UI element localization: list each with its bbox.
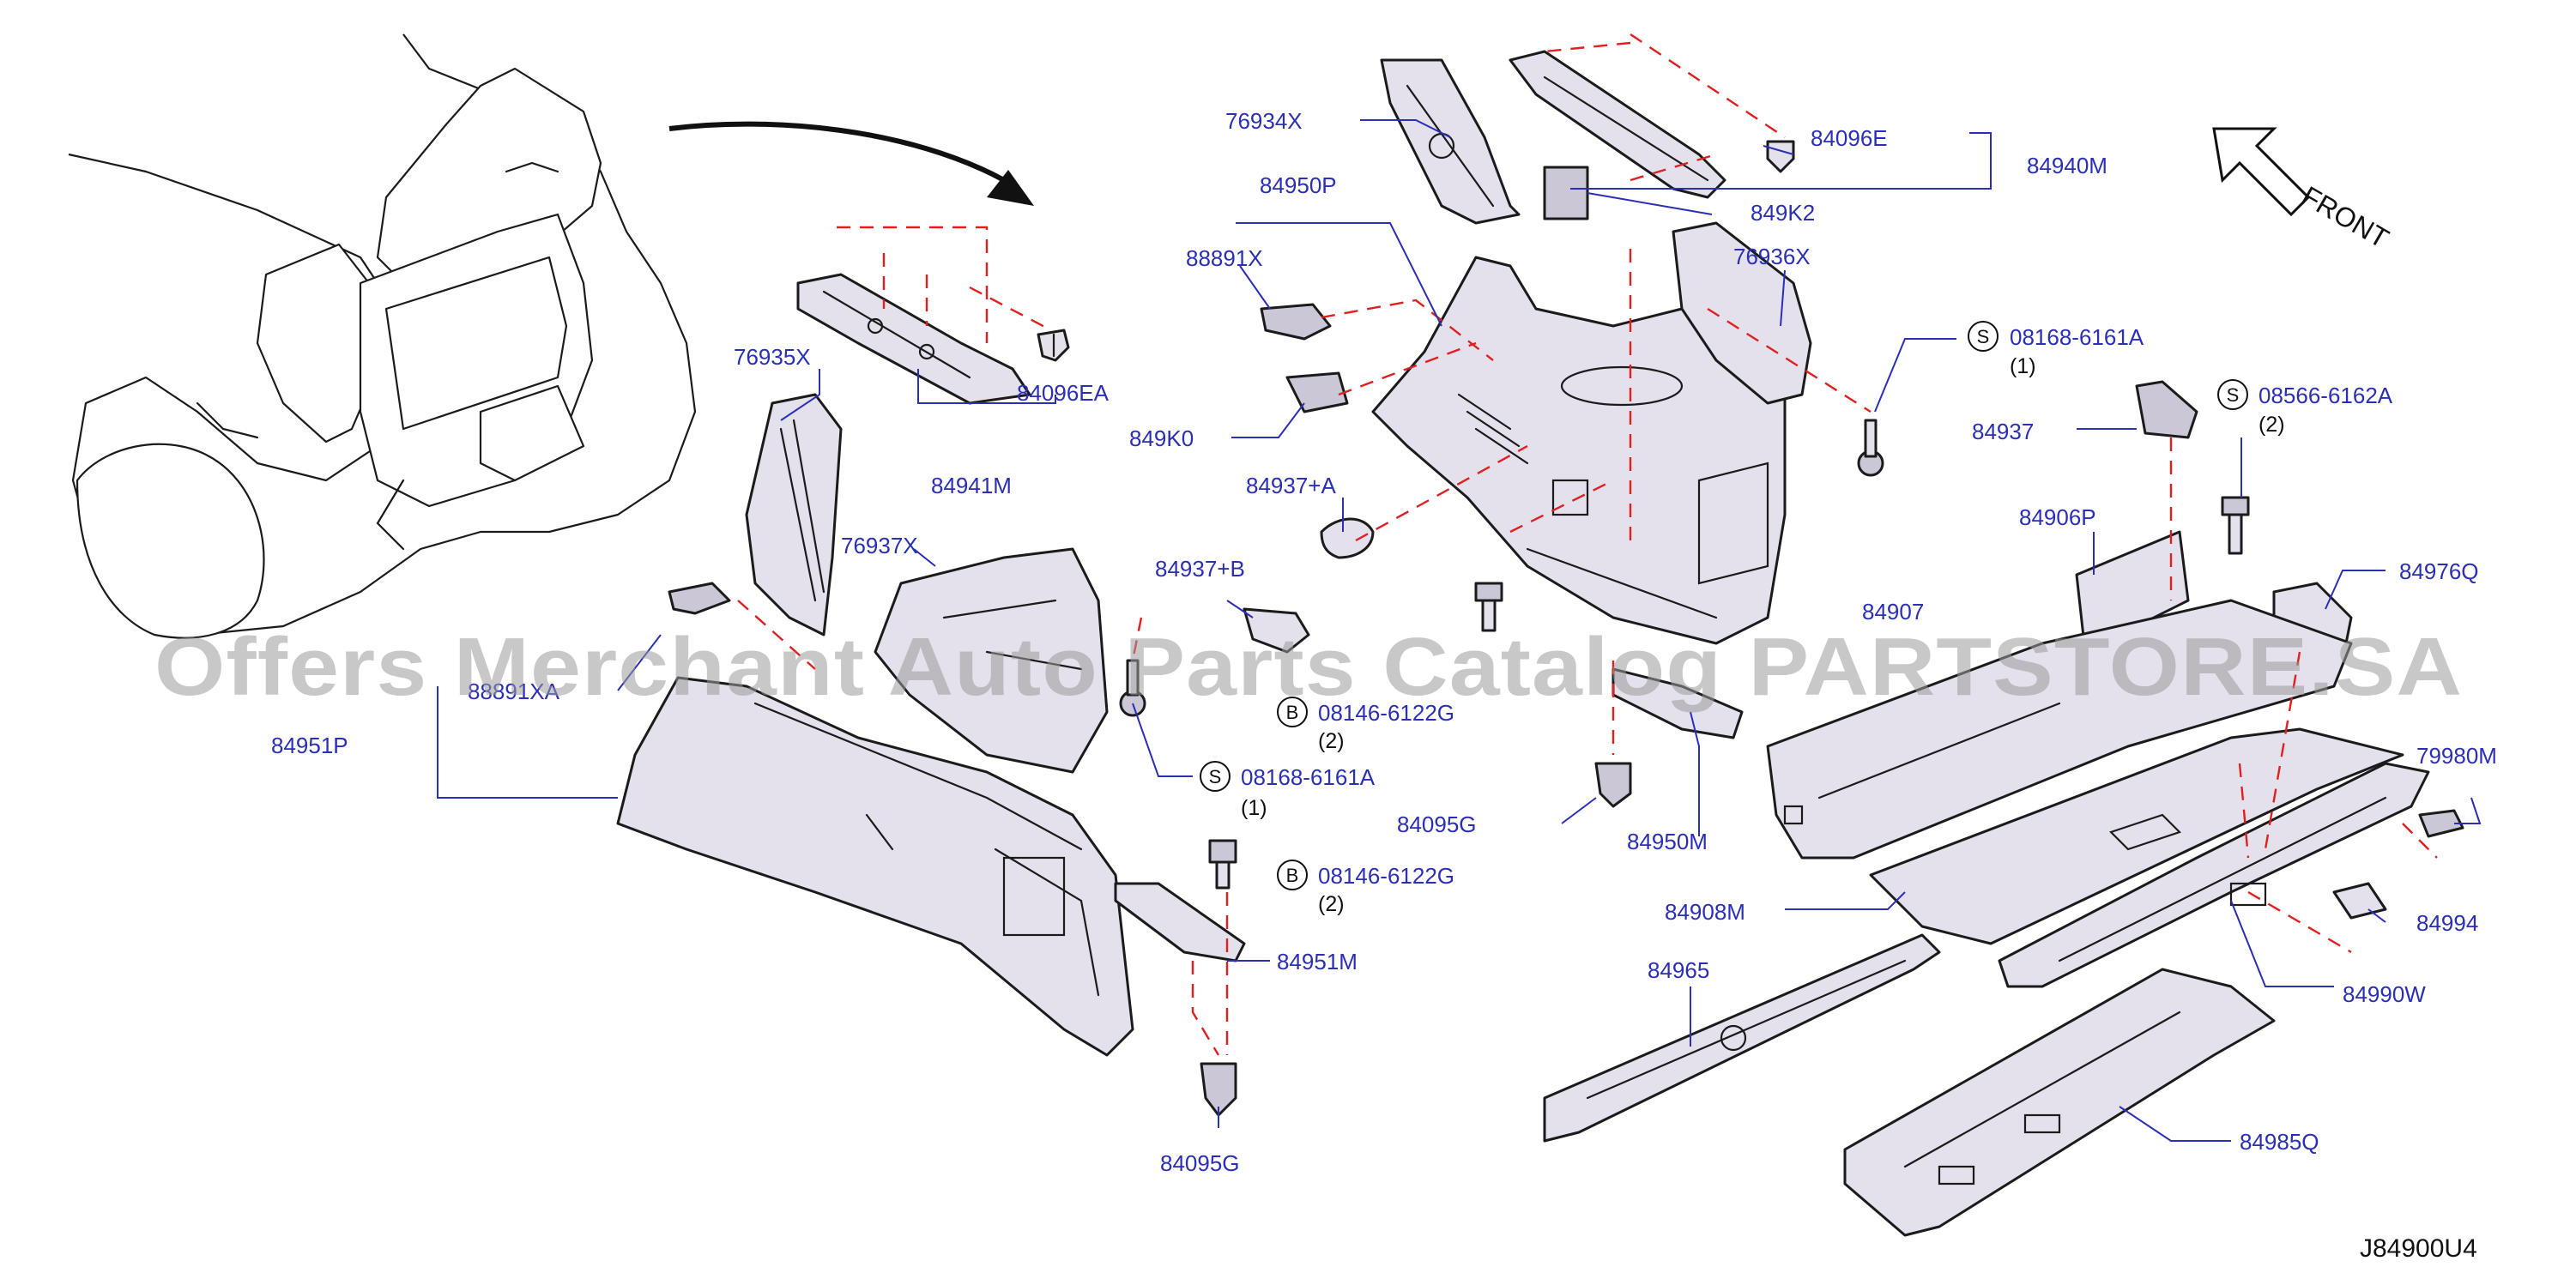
label-76934x[interactable]: 76934X (1225, 108, 1303, 134)
front-indicator: FRONT (2212, 127, 2394, 254)
lamp-88891xa (668, 582, 731, 615)
label-84906p[interactable]: 84906P (2019, 504, 2096, 530)
pillar-76934x (1380, 58, 1521, 225)
symbol-s-08566 (2217, 379, 2248, 410)
label-849k2[interactable]: 849K2 (1751, 200, 1815, 226)
step-84951m (1114, 882, 1246, 962)
screw-08168b (1857, 419, 1884, 477)
bolt-08146b (1474, 582, 1503, 632)
symbol-s-08168b-letter: S (1977, 326, 1990, 347)
symbol-b-08146a-letter: B (1286, 702, 1299, 723)
label-849k0[interactable]: 849K0 (1129, 425, 1194, 451)
label-84940m[interactable]: 84940M (2027, 153, 2107, 178)
handle-849k2 (1543, 166, 1589, 220)
trim-84940m (1509, 50, 1726, 199)
label-84937[interactable]: 84937 (1972, 419, 2034, 444)
part-labels: 76934X 84950P 88891X 849K0 84937+A 84937… (271, 108, 2497, 1176)
symbol-b-08146a (1277, 697, 1308, 727)
clip-84096ea (1037, 329, 1070, 362)
trim-76937x (874, 547, 1109, 774)
label-08168-6161a-right[interactable]: 08168-6161A (2010, 324, 2144, 350)
clip-84095g-b (1594, 762, 1632, 808)
front-label: FRONT (2297, 180, 2394, 254)
label-76935x[interactable]: 76935X (734, 344, 811, 370)
diagram-code: J84900U4 (2360, 1234, 2477, 1263)
board-84908m (1869, 727, 2404, 945)
clip-84937b (1243, 607, 1310, 654)
vehicle-rear-view (68, 33, 697, 639)
leader-lines (437, 119, 2482, 1142)
cap-79980m (2418, 809, 2464, 838)
side-trim-84950p (1371, 256, 1787, 645)
trim-84941m (796, 273, 1031, 405)
label-88891x[interactable]: 88891X (1186, 245, 1263, 271)
floor-board-84907 (1766, 599, 2353, 860)
label-84950m[interactable]: 84950M (1627, 829, 1708, 854)
qty-08168-6161a-right: (1) (2010, 354, 2036, 378)
label-76937x[interactable]: 76937X (841, 533, 918, 558)
trim-84990w (1998, 762, 2430, 988)
label-84095g-lower[interactable]: 84095G (1160, 1150, 1240, 1176)
label-84951m[interactable]: 84951M (1277, 949, 1358, 974)
screw-08168a (1119, 659, 1146, 717)
qty-08146-6122g-lower: (2) (1318, 892, 1345, 916)
label-84951p[interactable]: 84951P (271, 733, 348, 758)
lamp-88891x (1260, 303, 1332, 341)
qty-08168-6161a-left: (1) (1241, 796, 1267, 820)
symbol-b-08146b (1277, 860, 1308, 890)
label-84985q[interactable]: 84985Q (2240, 1129, 2319, 1155)
side-trim-84951p (616, 676, 1134, 1057)
bolt-08146a (1208, 839, 1237, 890)
label-79980m[interactable]: 79980M (2416, 743, 2497, 769)
label-84950p[interactable]: 84950P (1260, 172, 1337, 198)
label-84907[interactable]: 84907 (1862, 599, 1924, 624)
clip-84994 (2332, 882, 2387, 920)
watermark-text: Offers Merchant Auto Parts Catalog PARTS… (154, 621, 2463, 713)
clip-84095g-a (1200, 1062, 1237, 1117)
symbol-s-08168a-letter: S (1209, 766, 1222, 787)
label-84937b[interactable]: 84937+B (1155, 556, 1245, 582)
trim-76936x (1672, 221, 1812, 405)
bracket-849k0 (1285, 371, 1349, 413)
symbol-s-08168a (1200, 761, 1231, 792)
label-84994[interactable]: 84994 (2416, 910, 2478, 936)
symbol-b-08146b-letter: B (1286, 865, 1299, 886)
qty-08566-6162a: (2) (2259, 413, 2285, 437)
label-84096e[interactable]: 84096E (1811, 125, 1888, 151)
label-08146-6122g-lower[interactable]: 08146-6122G (1318, 863, 1454, 889)
symbol-s-08566-letter: S (2227, 384, 2240, 406)
qty-08146-6122g-center: (2) (1318, 729, 1345, 753)
label-84976q[interactable]: 84976Q (2399, 558, 2479, 584)
handle-84937 (2135, 380, 2198, 439)
label-84941m[interactable]: 84941M (931, 473, 1012, 498)
label-84096ea[interactable]: 84096EA (1017, 380, 1110, 406)
assembly-dash-lines (737, 33, 2438, 1056)
label-84095g-center[interactable]: 84095G (1397, 811, 1477, 837)
symbol-s-08168b (1968, 321, 1999, 352)
rail-84965 (1543, 933, 1941, 1143)
label-08146-6122g-center[interactable]: 08146-6122G (1318, 700, 1454, 726)
board-84906p (2075, 530, 2190, 654)
bolt-08566 (2221, 496, 2250, 555)
label-88891xa[interactable]: 88891XA (468, 679, 560, 704)
label-08566-6162a[interactable]: 08566-6162A (2259, 383, 2393, 408)
direction-arrow (668, 121, 1034, 206)
label-84937a[interactable]: 84937+A (1246, 473, 1336, 498)
clip-84096e (1766, 140, 1795, 173)
label-84965[interactable]: 84965 (1648, 957, 1709, 983)
label-76936x[interactable]: 76936X (1733, 244, 1811, 269)
label-84990w[interactable]: 84990W (2343, 981, 2426, 1007)
label-08168-6161a-left[interactable]: 08168-6161A (1241, 764, 1376, 790)
clip-84937a (1320, 517, 1375, 559)
floor-board-84985q (1843, 968, 2276, 1237)
trim-76935x (745, 393, 843, 636)
label-84908m[interactable]: 84908M (1665, 899, 1745, 925)
